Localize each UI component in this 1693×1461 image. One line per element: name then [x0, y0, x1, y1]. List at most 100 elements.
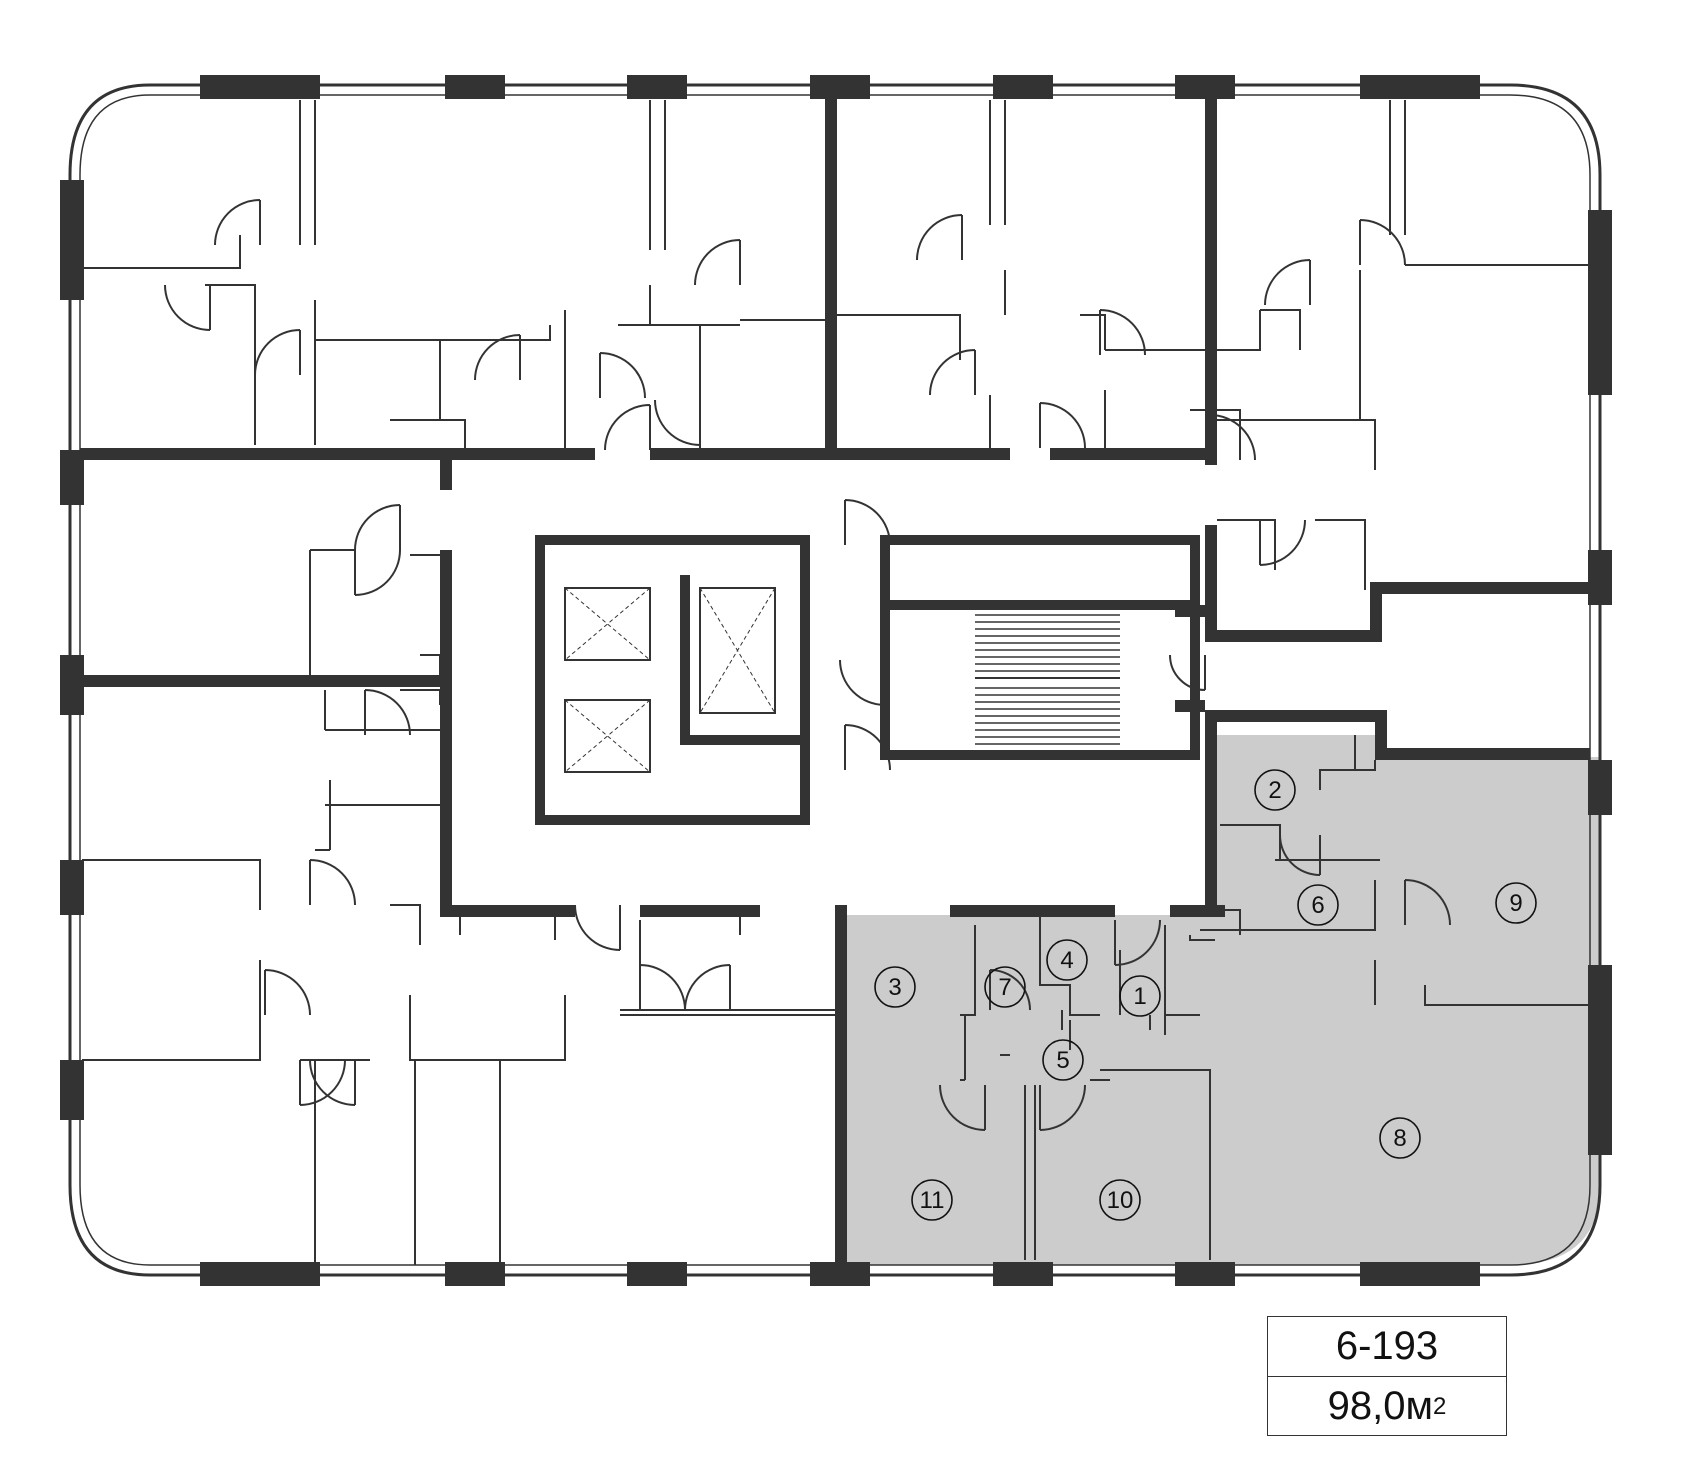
facade-column-right [1588, 965, 1612, 1155]
facade-column-bottom [993, 1262, 1053, 1286]
door-swing [989, 969, 1031, 1011]
door-swing [309, 1059, 356, 1106]
door-swing [1264, 259, 1311, 306]
facade-column-top [993, 75, 1053, 99]
room-circle-3 [874, 966, 916, 1008]
wall [1205, 720, 1217, 915]
facade-column-bottom [1175, 1262, 1235, 1286]
partition-line [240, 960, 261, 1061]
facade-column-right [1588, 760, 1612, 815]
door-swing [364, 689, 411, 736]
wall [640, 905, 760, 917]
room-circle-1 [1119, 975, 1161, 1017]
room-circle-2 [1254, 769, 1296, 811]
partition-line [400, 689, 441, 705]
wall [1375, 748, 1590, 760]
apartment-number: 6-193 [1268, 1317, 1506, 1377]
wall [1205, 95, 1217, 465]
wall [835, 905, 847, 1265]
door-swing [474, 334, 521, 381]
partitions [82, 100, 1590, 1265]
room-label-5: 5 [1056, 1047, 1069, 1074]
partition-line [1359, 350, 1376, 470]
partition-line [1080, 314, 1106, 350]
door-swing [1114, 919, 1161, 966]
wall [440, 450, 452, 490]
area-unit: м [1405, 1384, 1434, 1428]
door-swing [1404, 879, 1451, 926]
wall [825, 95, 837, 455]
door-swing [694, 239, 741, 286]
partition-line [1100, 1069, 1211, 1260]
door-swing [1259, 519, 1306, 566]
doors [164, 199, 1451, 1131]
partition-line [1319, 760, 1376, 790]
room-circle-5 [1042, 1039, 1084, 1081]
elevator-core [535, 535, 810, 825]
room-circle-6 [1297, 884, 1339, 926]
room-label-9: 9 [1509, 890, 1522, 917]
area-unit-power: 2 [1433, 1392, 1447, 1420]
door-swing [1279, 834, 1321, 876]
partition-line [1039, 917, 1100, 1016]
partition-line [409, 995, 566, 1061]
room-label-1: 1 [1133, 983, 1146, 1010]
partition-line [420, 654, 441, 675]
facade-column-bottom [200, 1262, 320, 1286]
partition-line [390, 904, 421, 945]
wall [1370, 582, 1590, 594]
facade-column-right [1588, 210, 1612, 395]
door-swing [299, 1059, 346, 1106]
wall [440, 448, 595, 460]
door-swing [574, 904, 621, 951]
door-swing [264, 969, 311, 1016]
door-swing [1039, 402, 1086, 449]
door-swing [1039, 1084, 1086, 1131]
room-circle-11 [911, 1179, 953, 1221]
wall [440, 550, 452, 915]
door-swing [929, 349, 976, 396]
facade-column-top [1360, 75, 1480, 99]
room-label-2: 2 [1268, 777, 1281, 804]
door-swing [939, 1084, 986, 1131]
door-swing [599, 352, 646, 399]
wall [1205, 630, 1380, 642]
wall [1205, 525, 1217, 630]
room-circle-8 [1379, 1117, 1421, 1159]
partition-line [837, 314, 961, 360]
door-swing [1099, 309, 1146, 356]
room-label-4: 4 [1060, 947, 1073, 974]
wall [1375, 710, 1387, 755]
partition-line [1220, 824, 1281, 860]
facade-column-bottom [627, 1262, 687, 1286]
wall [80, 675, 440, 687]
facade-column-left [60, 180, 84, 300]
facade-columns [60, 75, 1612, 1286]
door-swing [1359, 219, 1406, 266]
facade-column-top [627, 75, 687, 99]
room-circle-10 [1099, 1179, 1141, 1221]
facade-column-left [60, 1060, 84, 1120]
wall [80, 448, 450, 460]
facade-column-bottom [1360, 1262, 1480, 1286]
facade-column-top [445, 75, 505, 99]
partition-line [205, 284, 256, 445]
room-label-8: 8 [1393, 1125, 1406, 1152]
door-swing [916, 214, 963, 261]
door-swing [354, 504, 401, 551]
partition-line [1217, 519, 1276, 570]
facade-column-bottom [810, 1262, 870, 1286]
room-circle-7 [984, 966, 1026, 1008]
wall [1050, 448, 1210, 460]
staircase [880, 535, 1200, 760]
facade-column-top [200, 75, 320, 99]
wall [440, 905, 575, 917]
door-swing [164, 284, 211, 331]
room-label-7: 7 [998, 974, 1011, 1001]
partition-line [1260, 309, 1301, 350]
door-swing [654, 399, 701, 446]
